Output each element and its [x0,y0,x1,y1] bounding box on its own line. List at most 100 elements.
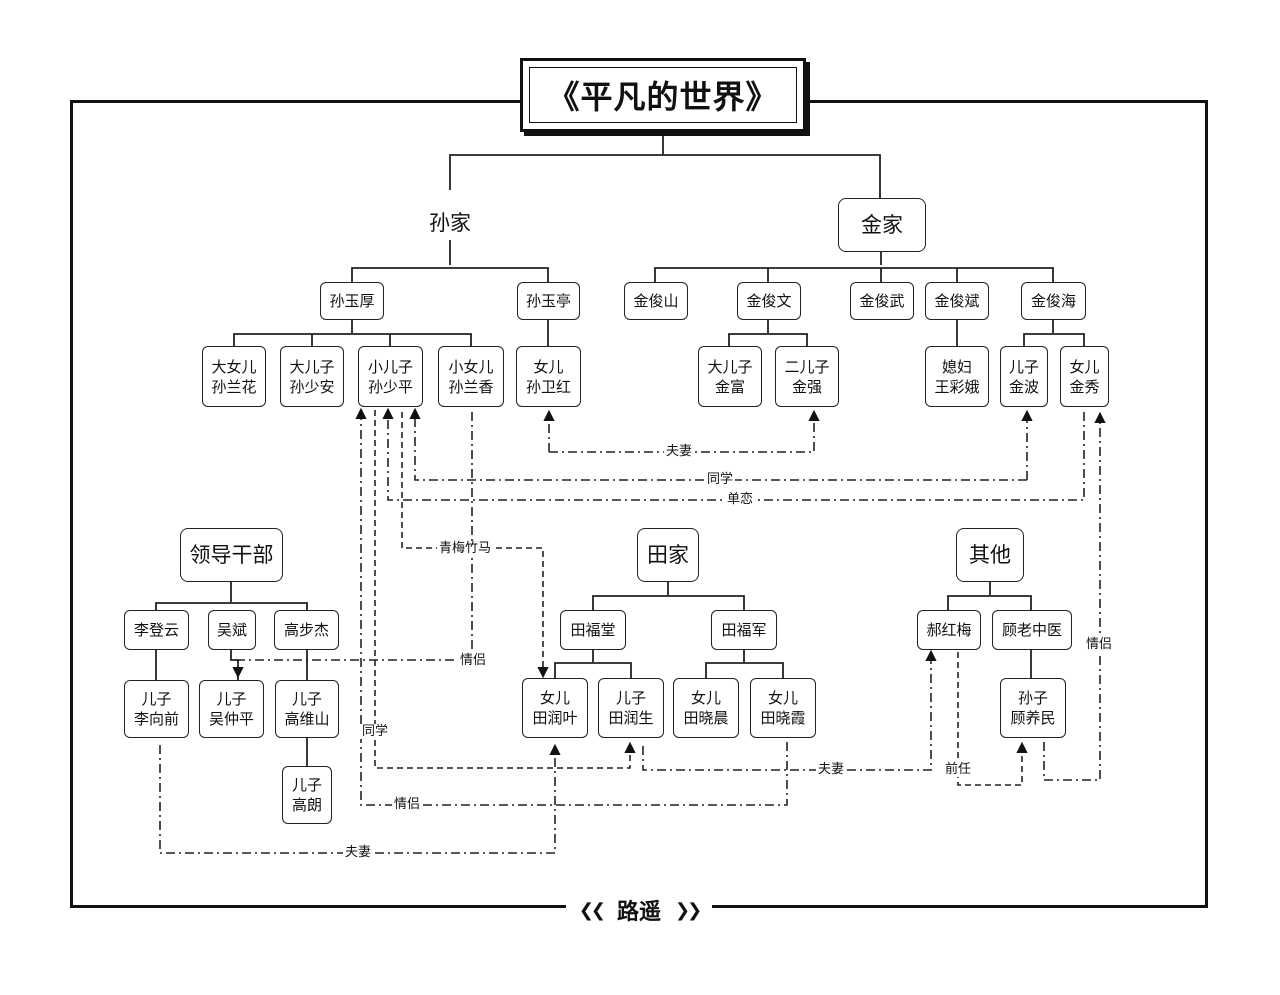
person-name: 金俊海 [1030,292,1076,310]
page-title: 《平凡的世界》 [547,78,779,116]
person-tian-xiaochen: 女儿田晓晨 [673,678,739,738]
person-hao-hongmei: 郝红梅 [917,610,981,650]
family-others-label: 其他 [969,543,1011,567]
relation-label-tongxue: 同学 [360,724,391,739]
person-sun-yuhou: 孙玉厚 [320,282,384,320]
family-sun-label: 孙家 [429,211,471,235]
person-name: 田润生 [608,709,654,727]
chevron-right-icon: ❯❯ [675,899,702,921]
person-role: 儿子 [141,690,172,708]
person-name: 王彩娥 [934,377,980,396]
person-wang-caie: 媳妇王彩娥 [925,346,989,407]
person-name: 郝红梅 [926,621,972,639]
person-role: 女儿 [533,357,564,376]
person-role: 儿子 [1008,357,1039,376]
person-name: 吴仲平 [208,710,254,728]
relation-label-qinglv: 情侣 [458,653,489,668]
relation-label-qinglv: 情侣 [392,797,423,812]
relation-label-fuqi: 夫妻 [664,444,695,459]
person-name: 金俊文 [746,292,792,310]
person-jin-bo: 儿子金波 [1000,346,1048,407]
relation-label-tongxue: 同学 [705,472,736,487]
person-name: 高朗 [291,796,322,814]
person-tian-fujun: 田福军 [711,610,777,650]
person-role: 媳妇 [941,357,972,376]
family-jin-label: 金家 [861,213,903,237]
person-name: 田福军 [721,621,767,639]
person-name: 金秀 [1069,377,1100,396]
family-tian: 田家 [637,528,699,582]
title-box: 《平凡的世界》 [520,58,806,132]
person-li-xiangqian: 儿子李向前 [124,680,189,738]
person-name: 李登云 [133,621,179,639]
person-role: 二儿子 [784,357,830,376]
person-jin-junwen: 金俊文 [737,282,801,320]
person-role: 大儿子 [707,357,753,376]
person-gao-weishan: 儿子高维山 [275,680,339,738]
person-name: 孙玉亭 [525,292,571,310]
person-sun-lanhua: 大女儿孙兰花 [202,346,266,407]
person-name: 李向前 [133,710,179,728]
family-jin: 金家 [838,198,926,252]
person-gao-bujie: 高步杰 [274,610,339,650]
person-name: 金强 [791,377,822,396]
person-sun-shaoan: 大儿子孙少安 [280,346,344,407]
person-name: 孙兰花 [211,377,257,396]
family-leaders-label: 领导干部 [189,543,274,567]
person-name: 顾老中医 [1001,621,1062,639]
person-name: 金俊山 [633,292,679,310]
relation-label-fuqi: 夫妻 [343,845,374,860]
family-others: 其他 [956,528,1024,582]
person-sun-weihong: 女儿孙卫红 [516,346,581,407]
person-role: 女儿 [1069,357,1100,376]
person-gao-lang: 儿子高朗 [282,766,332,824]
person-name: 金俊武 [859,292,905,310]
person-name: 田晓霞 [760,709,806,727]
person-name: 金富 [714,377,745,396]
person-name: 金波 [1008,377,1039,396]
person-name: 孙兰香 [448,377,494,396]
person-role: 儿子 [615,689,646,707]
chevron-left-icon: ❮❮ [578,899,606,921]
relation-label-fuqi: 夫妻 [816,762,847,777]
family-tian-label: 田家 [647,543,689,567]
person-jin-junshan: 金俊山 [624,282,688,320]
person-tian-futang: 田福堂 [560,610,626,650]
family-leaders: 领导干部 [180,528,283,582]
person-role: 女儿 [767,689,798,707]
person-wu-zhongping: 儿子吴仲平 [199,680,264,738]
person-name: 顾养民 [1010,709,1056,727]
person-role: 儿子 [291,776,322,794]
relation-label-qingmei: 青梅竹马 [437,541,494,556]
person-jin-junwu: 金俊武 [850,282,914,320]
person-tian-runye: 女儿田润叶 [522,678,588,738]
person-role: 小女儿 [448,357,494,376]
person-gu-yangmin: 孙子顾养民 [1000,678,1066,738]
relation-label-qinglv: 情侣 [1084,637,1115,652]
person-gu-doctor: 顾老中医 [992,610,1072,650]
person-name: 田晓晨 [683,709,729,727]
person-name: 孙玉厚 [329,292,375,310]
person-role: 小儿子 [367,357,413,376]
person-jin-junbin: 金俊斌 [925,282,989,320]
author-name: 路遥 [616,900,661,925]
person-li-dengyun: 李登云 [124,610,189,650]
family-sun: 孙家 [410,206,490,240]
person-jin-fu: 大儿子金富 [698,346,762,407]
author-footer: ❮❮ 路遥 ❯❯ [566,894,712,926]
diagram-frame [70,100,1208,908]
person-tian-xiaoxia: 女儿田晓霞 [750,678,816,738]
person-role: 儿子 [291,690,322,708]
person-name: 高步杰 [283,621,329,639]
relation-label-qianren: 前任 [943,762,974,777]
person-name: 孙卫红 [525,377,571,396]
person-sun-yuting: 孙玉亭 [517,282,580,320]
person-name: 金俊斌 [934,292,980,310]
person-jin-junhai: 金俊海 [1021,282,1086,320]
person-jin-qiang: 二儿子金强 [775,346,839,407]
person-name: 高维山 [284,710,330,728]
person-name: 孙少安 [289,377,335,396]
person-role: 女儿 [539,689,570,707]
person-role: 大儿子 [289,357,335,376]
